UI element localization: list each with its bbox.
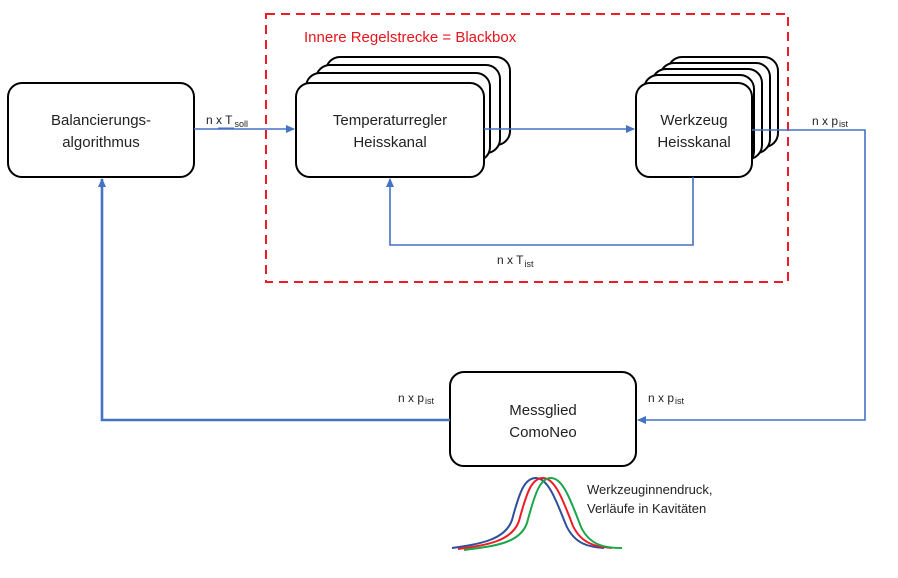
curve-green xyxy=(463,476,623,551)
curves-caption-line1: Werkzeuginnendruck, xyxy=(587,482,713,497)
tool-label-line2: Heisskanal xyxy=(657,134,730,151)
measurement-label-line1: Messglied xyxy=(509,402,577,419)
temperature-controller-block xyxy=(295,82,485,178)
measurement-label-line2: ComoNeo xyxy=(509,424,577,441)
controller-label-line2: Heisskanal xyxy=(353,134,426,151)
blackbox-title: Innere Regelstrecke = Blackbox xyxy=(304,29,517,46)
temperature-controller-stack: Temperaturregler Heisskanal xyxy=(295,56,511,178)
balancing-label-line2: algorithmus xyxy=(62,134,140,151)
pressure-curves xyxy=(451,476,623,551)
measurement-block: Messglied ComoNeo xyxy=(449,371,637,467)
edge-label-pist-out: n x pist xyxy=(812,114,849,129)
blackbox-frame xyxy=(265,13,789,283)
tool-label-line1: Werkzeug xyxy=(660,112,727,129)
arrow-tist-feedback xyxy=(386,177,694,246)
tool-hot-runner-stack: Werkzeug Heisskanal xyxy=(635,56,779,178)
balancing-label-line1: Balancierungs- xyxy=(51,112,151,129)
controller-label-line1: Temperaturregler xyxy=(333,112,447,129)
balancing-algorithm-block: Balancierungs- algorithmus xyxy=(7,82,195,178)
edge-label-tist: n x Tist xyxy=(497,253,534,269)
curve-blue xyxy=(451,476,605,549)
edge-label-pist-in: n x pist xyxy=(648,391,685,406)
curve-red xyxy=(457,476,613,550)
arrow-pist-to-measurement xyxy=(637,129,866,424)
tool-hot-runner-block xyxy=(635,82,753,178)
arrow-pist-to-balancing xyxy=(98,178,450,422)
edge-label-pist-back: n x pist xyxy=(398,391,435,406)
curves-caption-line2: Verläufe in Kavitäten xyxy=(587,501,706,516)
